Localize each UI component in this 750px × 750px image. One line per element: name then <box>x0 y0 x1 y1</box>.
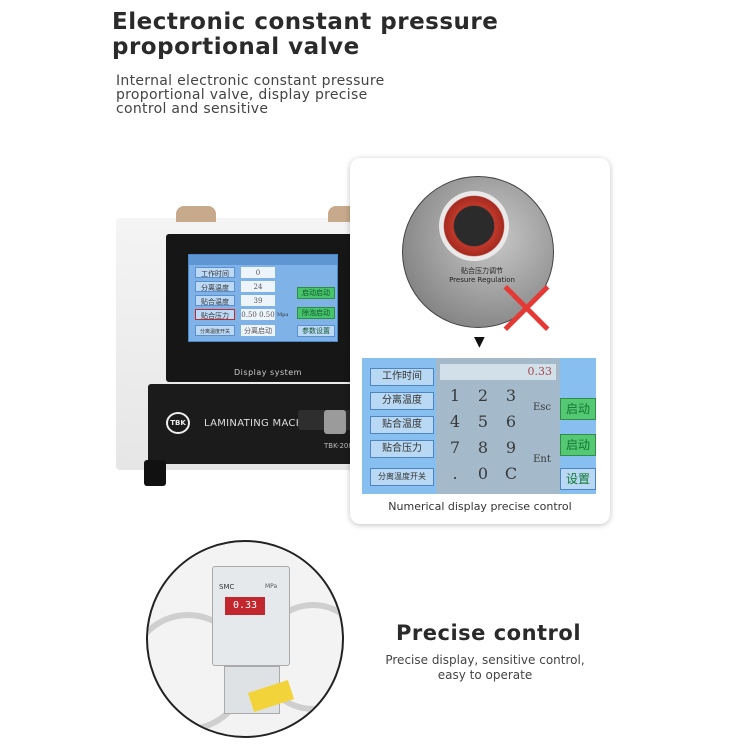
machine-control-panel: TBK LAMINATING MACHINE TBK-208 <box>148 384 366 464</box>
brand-logo: TBK <box>166 412 190 434</box>
key-enter[interactable]: Ent <box>533 454 551 465</box>
page-title: Electronic constant pressure proportiona… <box>112 9 499 60</box>
hmi-panel: 工作时间 0 分离温度 24 贴合温度 39 贴合压力 0.50 0.50 Mp… <box>188 254 338 342</box>
hmi-topbar <box>189 255 337 265</box>
key-2[interactable]: 2 <box>477 386 489 405</box>
regulator-label: 贴合压力调节 Presure Regulation <box>449 267 515 284</box>
proportional-valve: SMC MPa 0.33 <box>212 566 290 666</box>
key-3[interactable]: 3 <box>505 386 517 405</box>
screen-start-button[interactable]: 启动 <box>560 434 596 456</box>
hmi-row-value: 24 <box>241 281 275 292</box>
numeric-keypad: 0.33 1 2 3 4 5 6 7 8 9 . 0 C Esc Ent <box>436 358 560 494</box>
callout-caption: Numerical display precise control <box>388 500 572 513</box>
machine-name: LAMINATING MACHINE <box>204 418 322 429</box>
key-esc[interactable]: Esc <box>532 402 552 413</box>
hmi-row-label: 贴合压力 <box>195 309 235 320</box>
screen-label: 贴合压力 <box>370 440 434 458</box>
laminating-machine: 工作时间 0 分离温度 24 贴合温度 39 贴合压力 0.50 0.50 Mp… <box>116 206 368 486</box>
key-4[interactable]: 4 <box>449 412 461 431</box>
machine-foot <box>144 460 166 486</box>
valve-unit: MPa <box>265 583 278 590</box>
hmi-row-value: 0 <box>241 267 275 278</box>
key-clear[interactable]: C <box>504 464 518 483</box>
screen-settings-button[interactable]: 设置 <box>560 468 596 490</box>
key-8[interactable]: 8 <box>477 438 489 457</box>
pressure-knob[interactable] <box>324 410 346 434</box>
screen-label: 分离温度开关 <box>370 468 434 486</box>
machine-model: TBK-208 <box>324 442 353 450</box>
valve-photo: SMC MPa 0.33 <box>146 540 344 738</box>
keypad-display: 0.33 <box>440 364 556 380</box>
screen-label: 分离温度 <box>370 392 434 410</box>
keypad-screenshot: 工作时间 分离温度 贴合温度 贴合压力 分离温度开关 启动 启动 设置 0.33… <box>362 358 596 494</box>
hmi-row-value: 0.50 0.50 <box>241 309 275 320</box>
key-9[interactable]: 9 <box>505 438 517 457</box>
display-caption: Display system <box>234 368 302 377</box>
key-dot[interactable]: . <box>452 464 458 483</box>
screen-label: 工作时间 <box>370 368 434 386</box>
hmi-row-label: 分离温度开关 <box>195 325 235 336</box>
cross-icon <box>500 282 552 334</box>
valve-brand: SMC <box>219 583 235 591</box>
hmi-row-label: 分离温度 <box>195 281 235 292</box>
key-1[interactable]: 1 <box>449 386 461 405</box>
hmi-row-value[interactable]: 分离启动 <box>241 325 275 336</box>
precise-control-title: Precise control <box>396 621 582 645</box>
arrow-down-icon: ▼ <box>474 334 485 350</box>
machine-handle-left <box>176 206 216 222</box>
key-7[interactable]: 7 <box>449 438 461 457</box>
key-6[interactable]: 6 <box>505 412 517 431</box>
machine-screen: 工作时间 0 分离温度 24 贴合温度 39 贴合压力 0.50 0.50 Mp… <box>166 234 366 382</box>
hmi-defoam-button[interactable]: 除泡启动 <box>297 307 335 319</box>
precise-control-description: Precise display, sensitive control, easy… <box>385 653 585 682</box>
callout-card: 贴合压力调节 Presure Regulation ▼ 工作时间 分离温度 贴合… <box>350 158 610 524</box>
hmi-row-label: 工作时间 <box>195 267 235 278</box>
screen-label: 贴合温度 <box>370 416 434 434</box>
hmi-start-button[interactable]: 启动启动 <box>297 287 335 299</box>
regulator-knob <box>439 191 509 261</box>
hmi-row-value: 39 <box>241 295 275 306</box>
valve-display: 0.33 <box>225 597 265 615</box>
page-subtitle: Internal electronic constant pressure pr… <box>116 73 385 117</box>
screen-start-button[interactable]: 启动 <box>560 398 596 420</box>
hmi-pressure-unit: Mpa <box>277 312 289 318</box>
hmi-settings-button[interactable]: 参数设置 <box>297 325 335 337</box>
hmi-row-label: 贴合温度 <box>195 295 235 306</box>
key-0[interactable]: 0 <box>477 464 489 483</box>
key-5[interactable]: 5 <box>477 412 489 431</box>
